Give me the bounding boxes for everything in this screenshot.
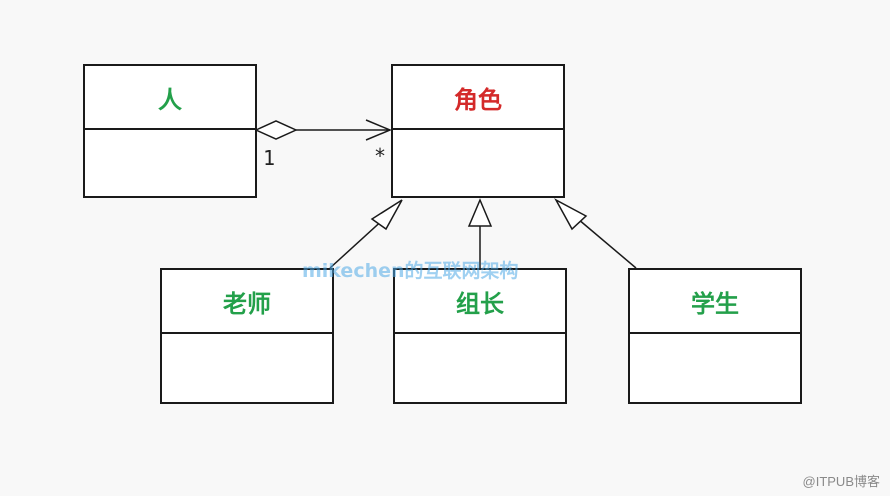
watermark-text: mikechen的互联网架构	[302, 260, 519, 282]
generalization-arrow-group-leader	[467, 198, 493, 227]
generalization-line-teacher	[329, 216, 387, 269]
class-student-name: 学生	[630, 270, 800, 334]
generalization-line-student	[577, 218, 637, 269]
aggregation-diamond	[254, 120, 298, 140]
class-person: 人	[83, 64, 257, 198]
multiplicity-target: *	[374, 144, 387, 168]
class-teacher-name: 老师	[162, 270, 332, 334]
class-group-leader: 组长	[393, 268, 567, 404]
multiplicity-source: 1	[263, 146, 276, 170]
generalization-arrow-teacher	[370, 199, 403, 231]
footer-credit: @ITPUB博客	[802, 474, 880, 489]
class-role-name: 角色	[393, 66, 563, 130]
class-group-leader-name: 组长	[395, 270, 565, 334]
generalization-arrow-student	[554, 198, 588, 231]
class-person-name: 人	[85, 66, 255, 130]
class-teacher: 老师	[160, 268, 334, 404]
class-student: 学生	[628, 268, 802, 404]
association-arrowhead	[365, 119, 392, 141]
class-role: 角色	[391, 64, 565, 198]
